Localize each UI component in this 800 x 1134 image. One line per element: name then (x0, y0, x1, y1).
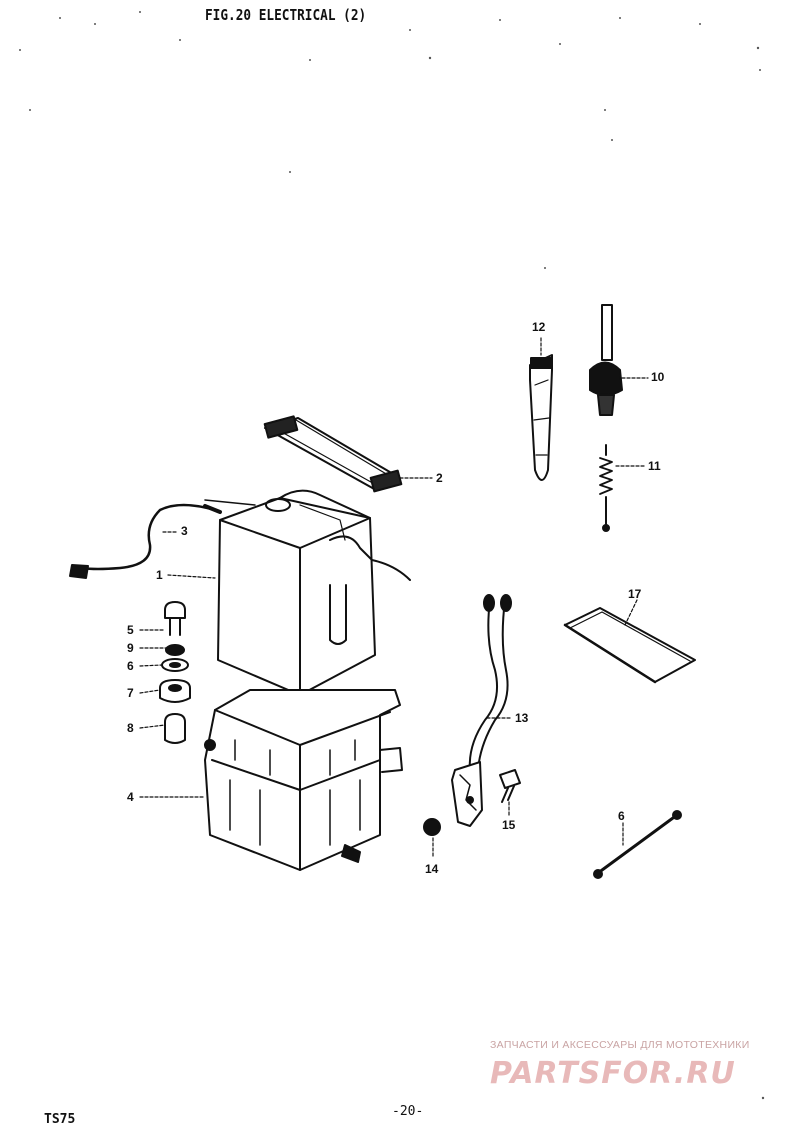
bolt-drawing (499, 769, 521, 803)
battery-drawing (204, 489, 411, 696)
pad-drawing (563, 607, 696, 684)
model-label: TS75 (44, 1112, 76, 1127)
battery-strap-drawing (263, 415, 403, 493)
grommet-drawing (423, 818, 441, 836)
callout-12: 12 (532, 320, 546, 334)
leader-lines (139, 337, 649, 859)
callout-4: 4 (127, 790, 134, 804)
battery-holder-drawing (204, 689, 403, 871)
watermark-logo: PARTSFOR.RU (490, 1056, 736, 1091)
fuse-holder-drawing (529, 354, 553, 481)
relay-drawing (589, 304, 623, 416)
callout-10: 10 (651, 370, 665, 384)
callout-3: 3 (181, 524, 188, 538)
rod-drawing (593, 810, 682, 879)
callout-2: 2 (436, 471, 443, 485)
callout-13: 13 (515, 711, 529, 725)
callout-6-right: 6 (618, 809, 625, 823)
callout-9: 9 (127, 641, 134, 655)
callout-14: 14 (425, 862, 439, 876)
watermark-tagline: ЗАПЧАСТИ И АКСЕССУАРЫ ДЛЯ МОТОТЕХНИКИ (490, 1039, 750, 1051)
callout-8: 8 (127, 721, 134, 735)
cable-drawing (69, 503, 222, 579)
scan-speckle (19, 11, 765, 1100)
callout-11: 11 (648, 459, 661, 473)
callout-17: 17 (628, 587, 642, 601)
mounting-hardware-drawing (159, 601, 191, 744)
callout-6-left: 6 (127, 659, 134, 673)
callout-1: 1 (156, 568, 163, 582)
callout-7: 7 (127, 686, 134, 700)
figure-title: FIG.20 ELECTRICAL (2) (205, 6, 367, 24)
spring-drawing (599, 444, 613, 532)
wiring-harness-drawing (451, 594, 512, 827)
callout-15: 15 (502, 818, 516, 832)
callout-5: 5 (127, 623, 134, 637)
page-number: -20- (392, 1104, 424, 1119)
